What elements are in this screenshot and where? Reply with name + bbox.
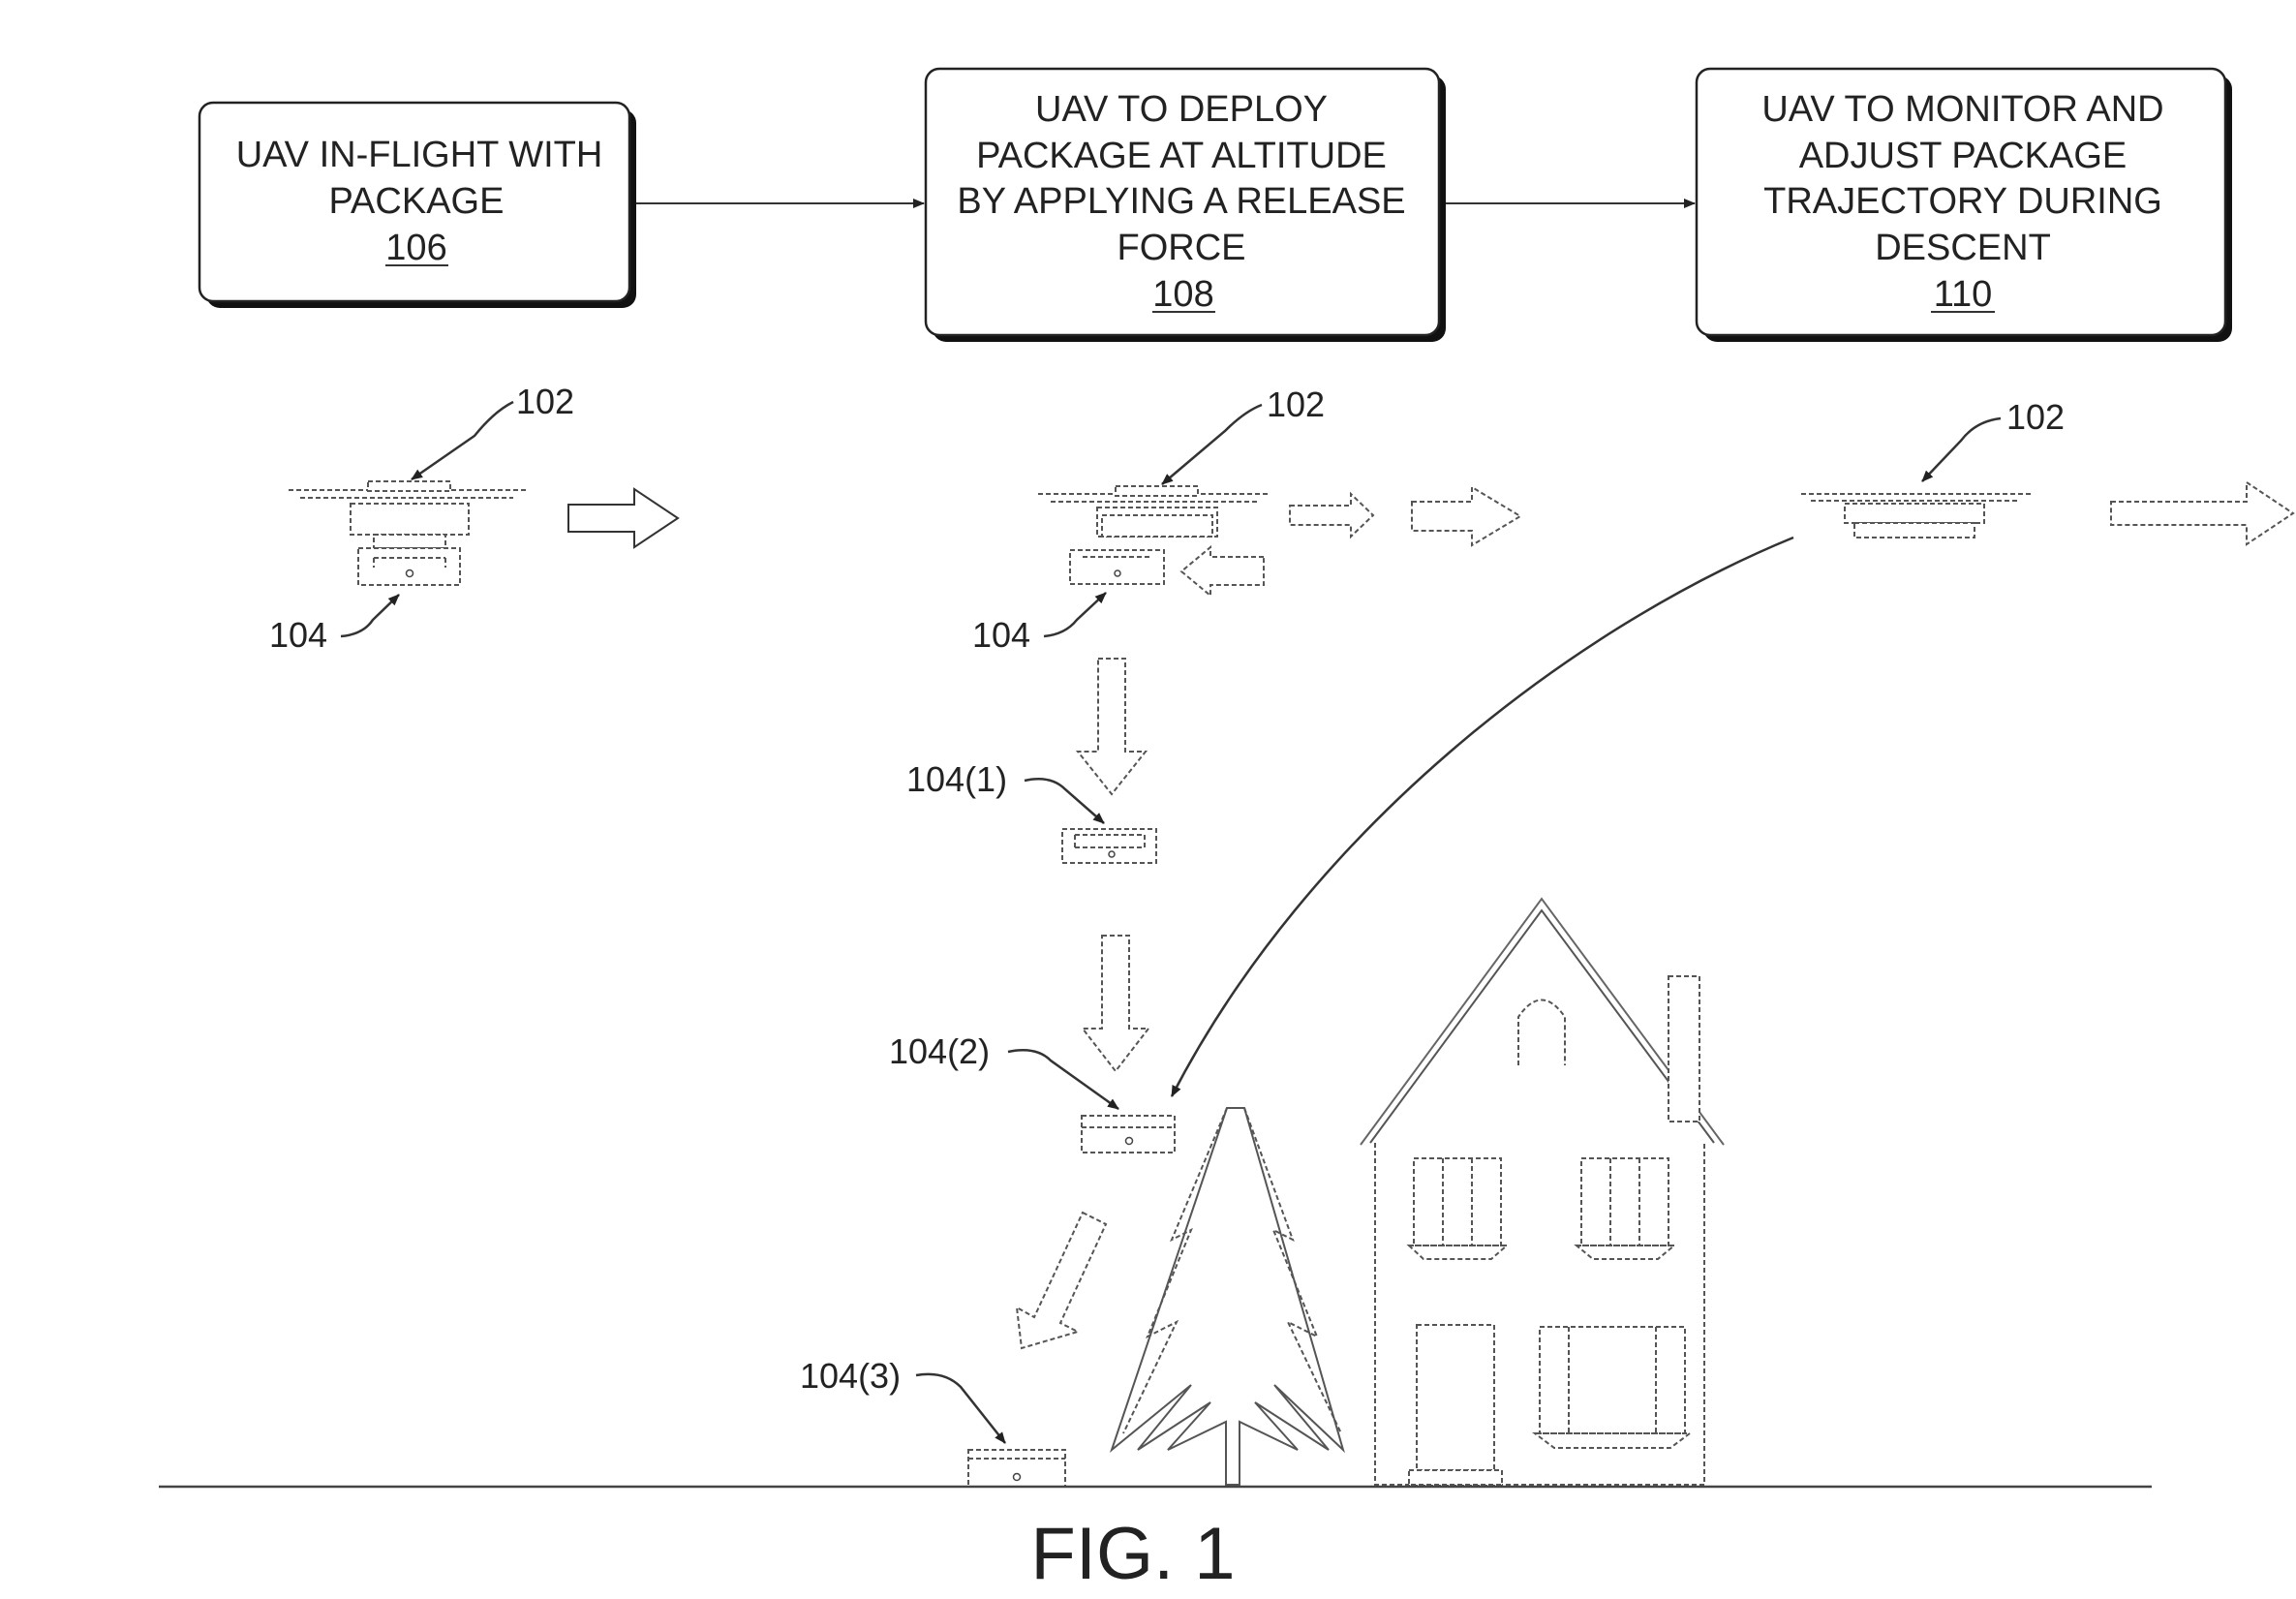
- forward-arrow-stage-2b: [1411, 485, 1522, 547]
- step-box-108-line-3: BY APPLYING A RELEASE: [957, 181, 1405, 222]
- descent-arrow-2: [1080, 935, 1151, 1073]
- step-box-108-line-1: UAV TO DEPLOY: [1035, 89, 1328, 130]
- label-package-1: 104: [269, 615, 327, 655]
- package-descent-2: [1081, 1115, 1176, 1153]
- step-box-110-ref: 110: [1934, 274, 1993, 315]
- uav-stage-3: [1801, 493, 2032, 538]
- step-box-108-line-2: PACKAGE AT ALTITUDE: [976, 136, 1387, 176]
- step-box-106-line-1: UAV IN-FLIGHT WITH: [236, 135, 603, 175]
- label-uav-2: 102: [1267, 384, 1325, 424]
- package-stage-1: [357, 547, 461, 586]
- step-box-110-line-3: TRAJECTORY DURING: [1763, 181, 2162, 222]
- forward-arrow-stage-1: [567, 487, 680, 549]
- step-box-108-line-4: FORCE: [1117, 228, 1246, 268]
- step-box-110: UAV TO MONITOR AND ADJUST PACKAGE TRAJEC…: [1695, 67, 2232, 342]
- step-box-110-line-1: UAV TO MONITOR AND: [1761, 89, 2163, 130]
- step-box-108-ref: 108: [1152, 274, 1213, 315]
- release-force-arrow: [1179, 544, 1265, 599]
- tree: [1109, 1107, 1345, 1486]
- forward-arrow-stage-2a: [1289, 491, 1375, 539]
- label-uav-3: 102: [2006, 397, 2065, 437]
- label-package-descent-2: 104(2): [889, 1031, 990, 1071]
- monitoring-trajectory-line: [1170, 536, 1794, 1097]
- uav-stage-1: [289, 480, 528, 549]
- step-box-106-ref: 106: [385, 228, 446, 268]
- figure-caption: FIG. 1: [1030, 1513, 1235, 1595]
- package-descent-1: [1061, 828, 1157, 864]
- label-package-2: 104: [972, 615, 1030, 655]
- step-box-106-line-2: PACKAGE: [329, 181, 505, 222]
- step-box-108: UAV TO DEPLOY PACKAGE AT ALTITUDE BY APP…: [924, 67, 1446, 342]
- descent-arrow-1: [1075, 658, 1148, 796]
- label-package-descent-1: 104(1): [906, 759, 1007, 799]
- step-box-110-line-2: ADJUST PACKAGE: [1799, 136, 2128, 176]
- step-box-110-line-4: DESCENT: [1875, 228, 2051, 268]
- forward-arrow-stage-3: [2110, 480, 2295, 546]
- uav-stage-2: [1038, 485, 1270, 538]
- package-stage-2: [1069, 549, 1165, 585]
- descent-arrow-3: [1015, 1211, 1108, 1350]
- package-descent-3: [967, 1449, 1066, 1488]
- house: [1360, 897, 1725, 1486]
- label-uav-1: 102: [516, 382, 574, 421]
- step-box-106: UAV IN-FLIGHT WITH PACKAGE 106: [198, 101, 636, 308]
- label-package-descent-3: 104(3): [800, 1356, 901, 1396]
